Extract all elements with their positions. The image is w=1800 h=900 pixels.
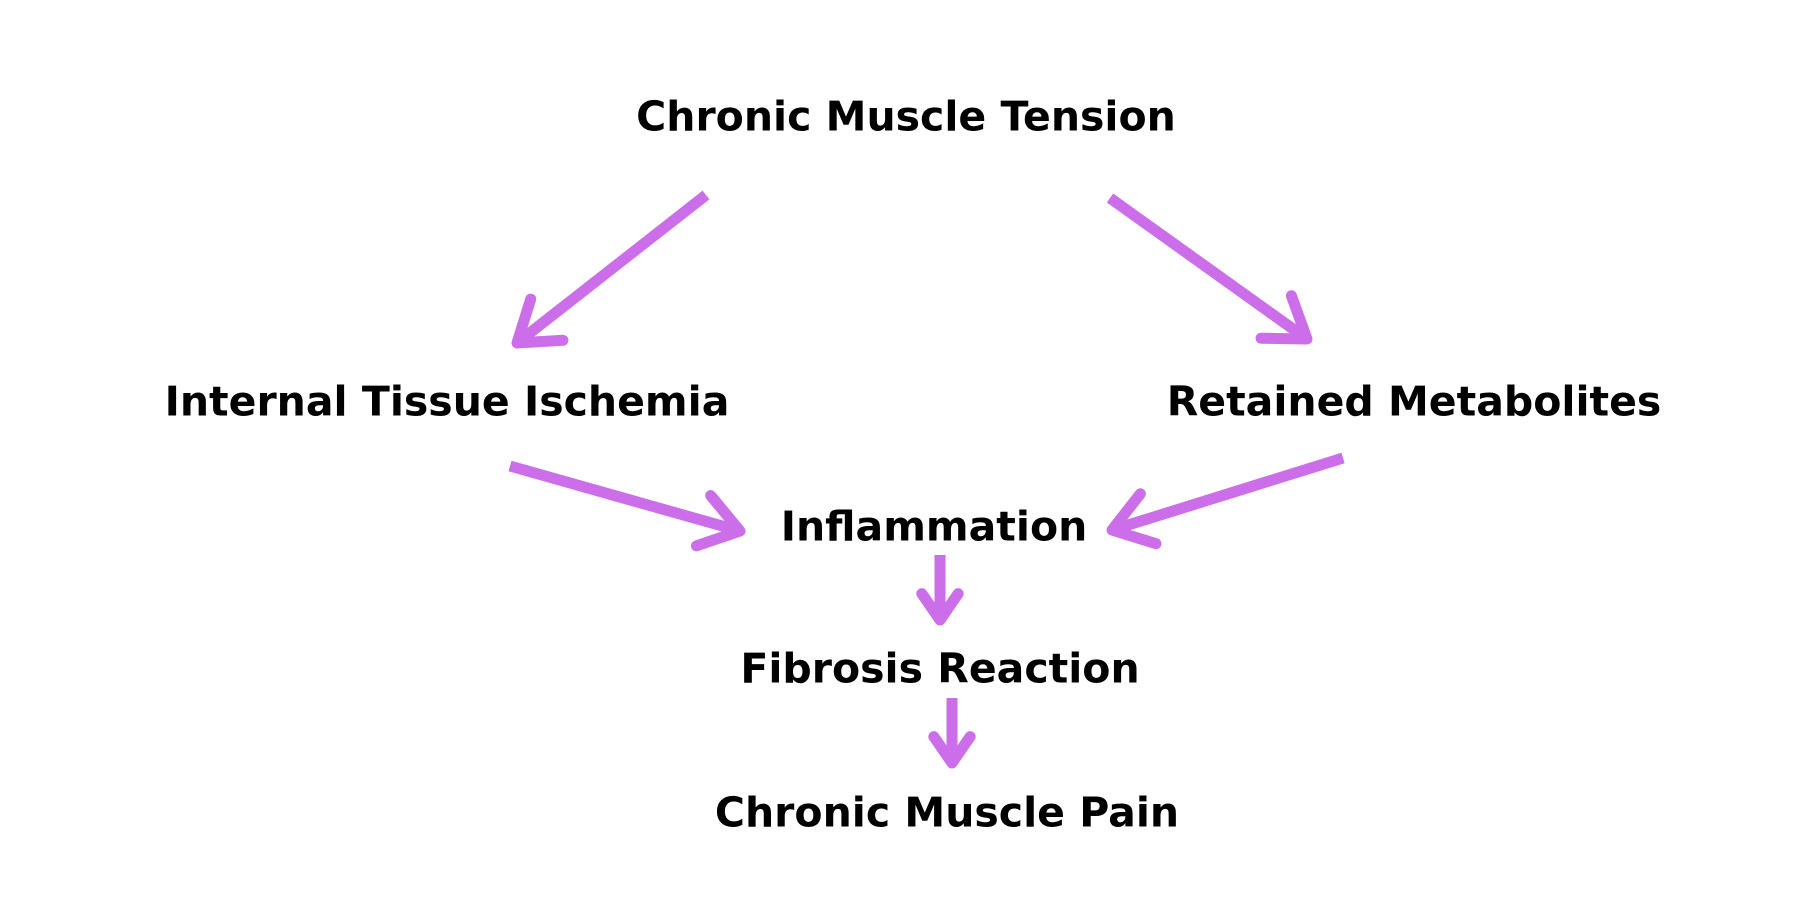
arrow-metabolites-to-inflammation <box>1106 452 1345 550</box>
node-inflammation: Inflammation <box>780 502 1088 551</box>
node-chronic-muscle-tension: Chronic Muscle Tension <box>636 92 1176 141</box>
arrow-fibrosis-to-pain <box>928 698 976 769</box>
node-retained-metabolites: Retained Metabolites <box>1166 377 1662 426</box>
arrow-ischemia-to-inflammation <box>508 460 746 552</box>
node-internal-tissue-ischemia: Internal Tissue Ischemia <box>164 377 730 426</box>
node-fibrosis-reaction: Fibrosis Reaction <box>740 644 1140 693</box>
arrow-inflammation-to-fibrosis <box>916 555 964 626</box>
node-chronic-muscle-pain: Chronic Muscle Pain <box>714 788 1180 837</box>
arrow-tension-to-metabolites <box>1106 193 1313 345</box>
arrow-tension-to-ischemia <box>511 190 710 349</box>
